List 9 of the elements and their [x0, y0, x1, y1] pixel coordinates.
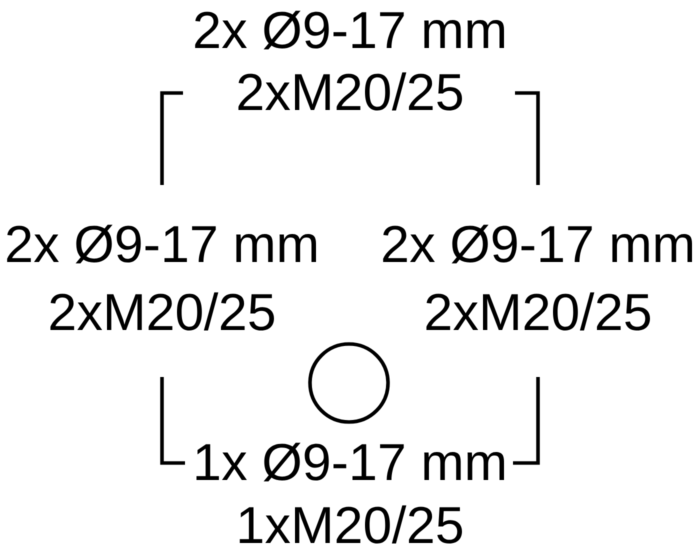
dimension-label: 1xM20/25: [240, 505, 462, 544]
dimension-label: 2xM20/25: [50, 292, 274, 330]
dimension-label: 2xM20/25: [426, 292, 650, 330]
dimension-label: 1x Ø9-17 mm: [196, 442, 504, 482]
dimension-label: 2x Ø9-17 mm: [383, 224, 692, 264]
hole-circle: [308, 342, 390, 424]
dimension-label: 2x Ø9-17 mm: [195, 10, 504, 50]
dimension-label: 2xM20/25: [238, 72, 462, 110]
dimension-label: 2x Ø9-17 mm: [7, 224, 316, 264]
